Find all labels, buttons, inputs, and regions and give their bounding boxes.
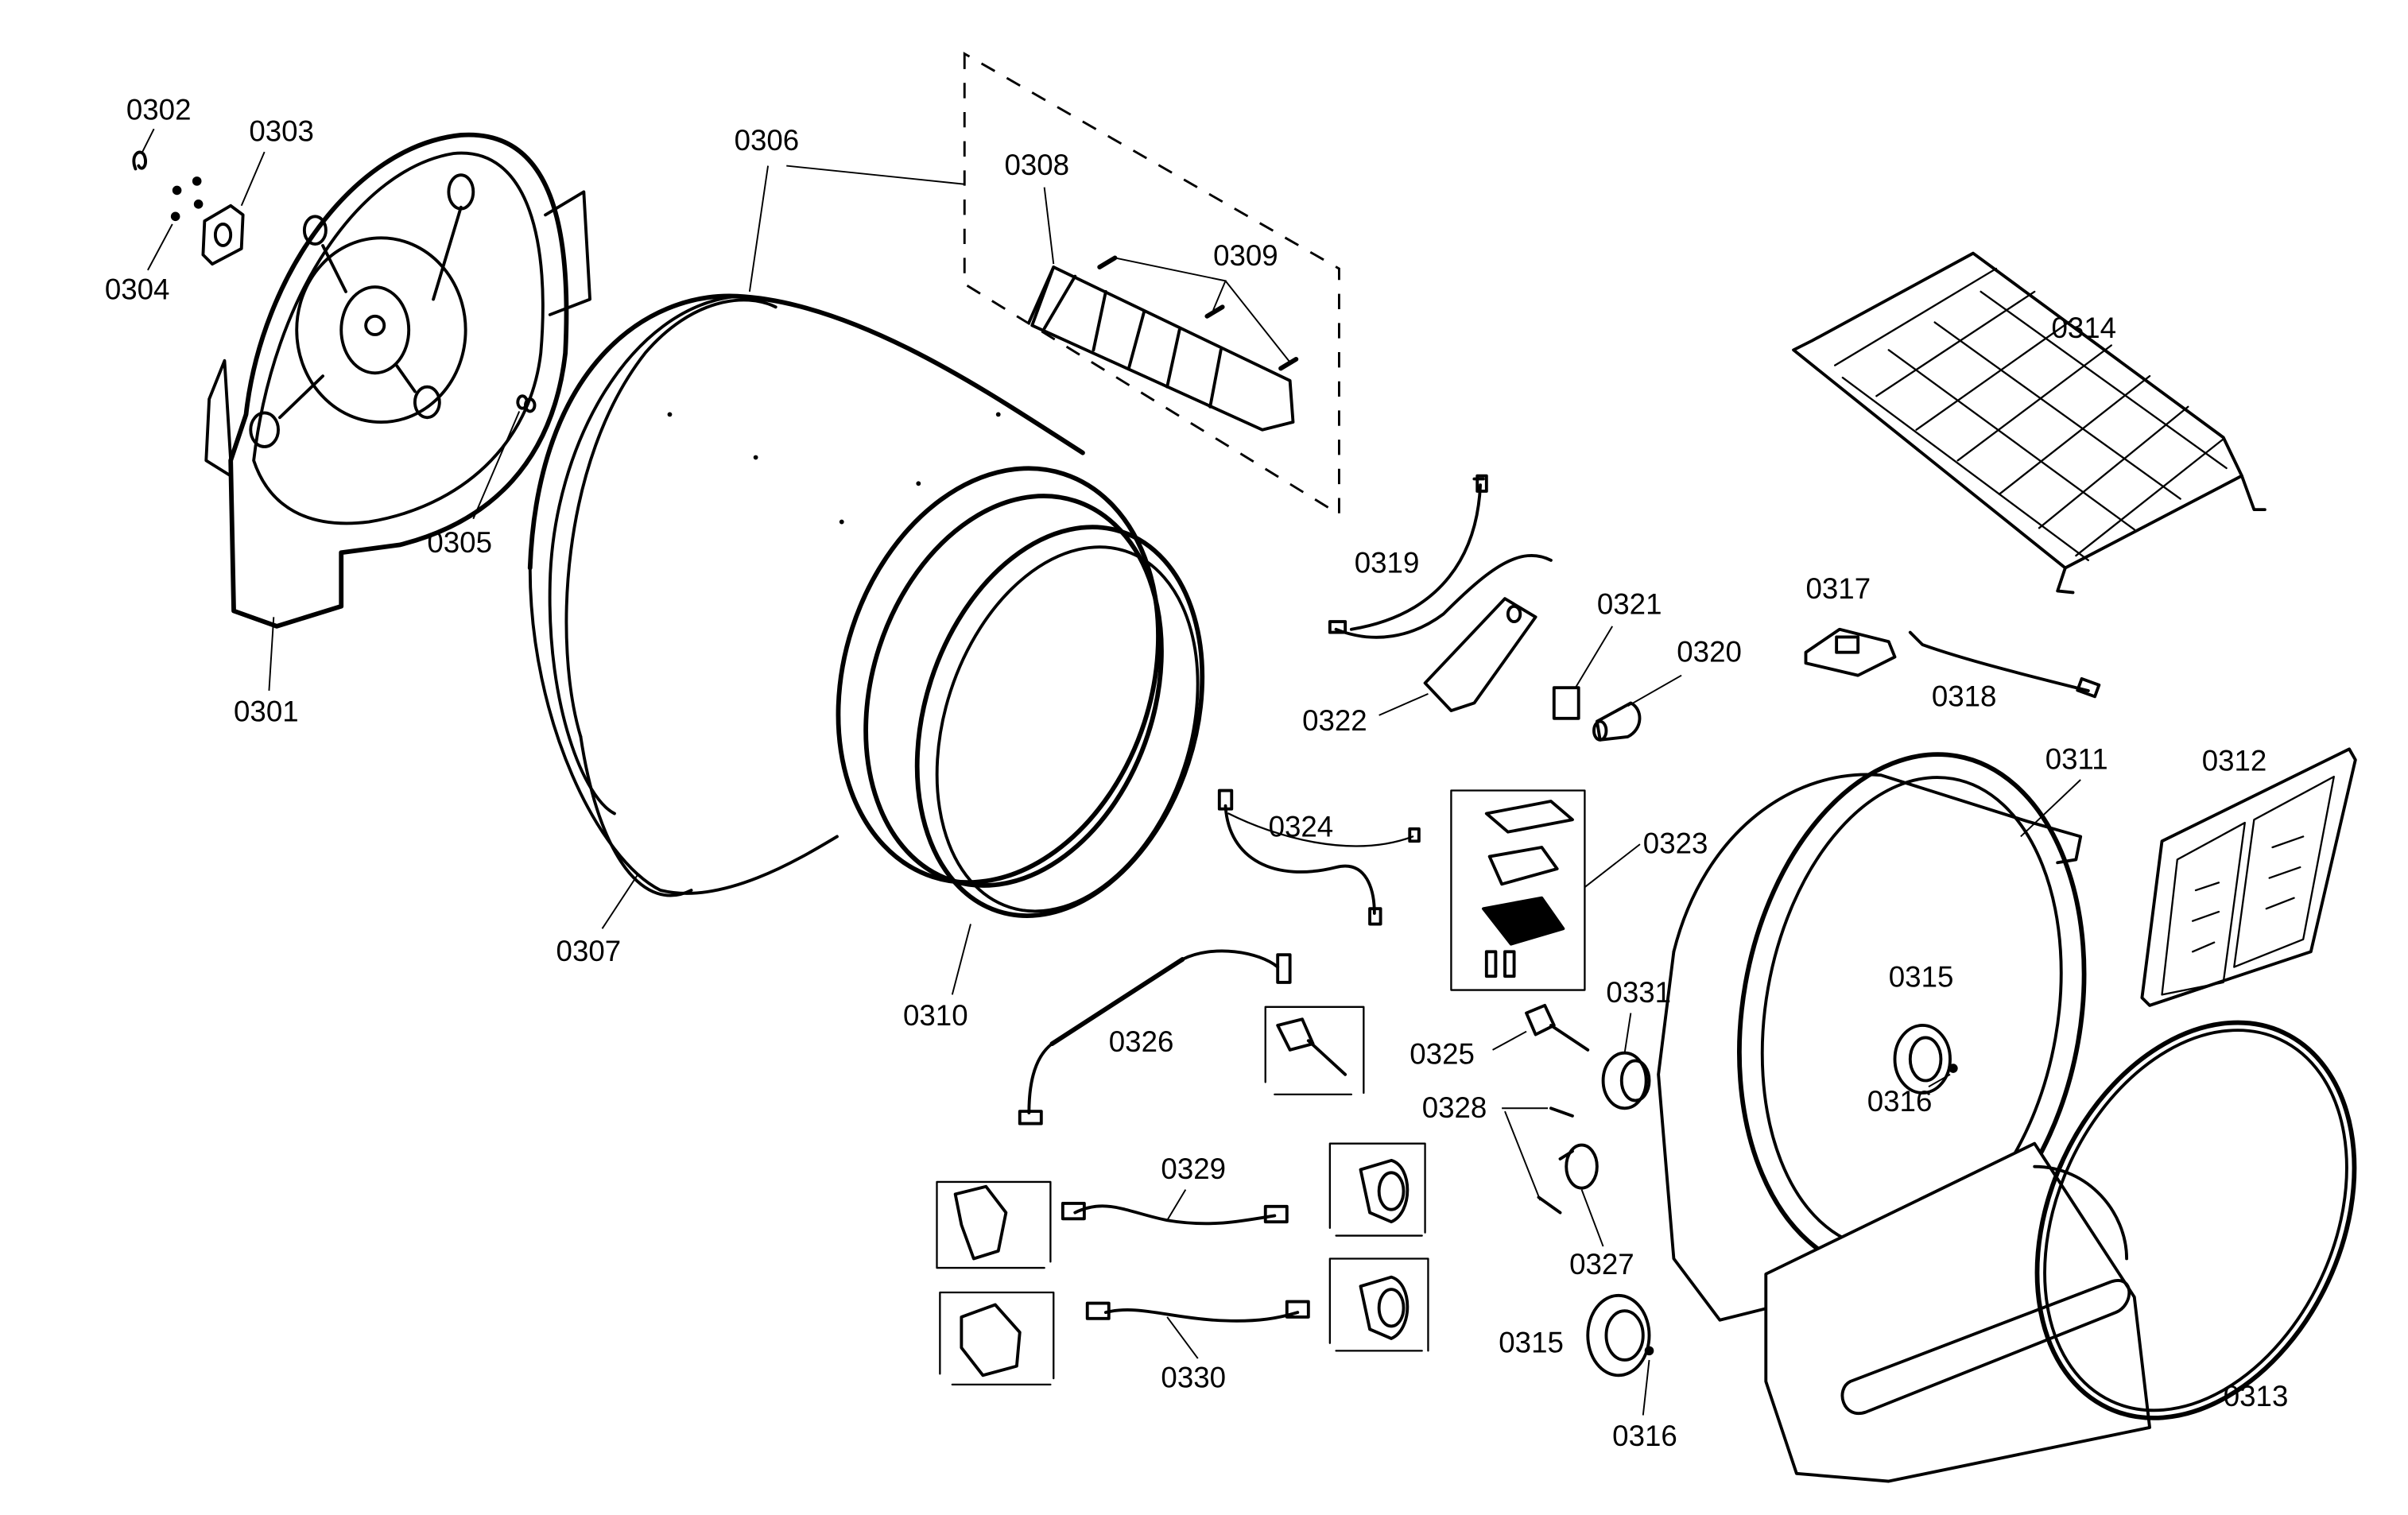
label-0321: 0321 (1597, 587, 1662, 620)
part-0326-wire[interactable] (1018, 949, 1292, 1126)
label-0301: 0301 (234, 696, 299, 728)
part-0318-wire-harness[interactable] (1908, 630, 2101, 699)
label-0312: 0312 (2202, 744, 2267, 777)
part-0323-sensor-kit[interactable] (1450, 789, 1586, 991)
label-0314: 0314 (2051, 312, 2116, 344)
part-0312-lint-filter[interactable] (2140, 747, 2357, 1007)
part-0309-screws[interactable] (1097, 255, 1299, 371)
label-0304: 0304 (105, 273, 170, 306)
part-0330-fuse-kit[interactable] (939, 1257, 1429, 1386)
part-0313-drive-belt[interactable] (1976, 971, 2408, 1470)
part-0331-roller[interactable] (1601, 1051, 1651, 1110)
label-0311: 0311 (2045, 742, 2108, 775)
part-0322-sensor-bracket[interactable] (1423, 597, 1537, 713)
label-0322: 0322 (1302, 704, 1367, 737)
part-0320-cap[interactable] (1592, 701, 1642, 742)
label-0308: 0308 (1004, 149, 1069, 181)
label-0316-upper: 0316 (1867, 1085, 1933, 1118)
part-0304-screws[interactable] (170, 176, 204, 222)
part-0301-rear-bulkhead[interactable] (204, 132, 591, 629)
label-0326: 0326 (1109, 1025, 1174, 1058)
part-0325-sensor[interactable] (1525, 1003, 1590, 1052)
label-0310: 0310 (903, 999, 968, 1032)
label-0302: 0302 (126, 94, 192, 126)
label-0318: 0318 (1932, 680, 1997, 712)
part-0306-drum[interactable] (527, 293, 1085, 895)
part-0315-pulley-lower[interactable] (1586, 1293, 1651, 1377)
label-0324: 0324 (1269, 810, 1334, 843)
part-0307-rear-seal[interactable] (564, 298, 777, 897)
label-0320: 0320 (1677, 635, 1742, 668)
label-0317: 0317 (1805, 572, 1871, 605)
part-0305-washer[interactable] (516, 394, 537, 413)
baffle-group-outline (963, 52, 1340, 517)
label-0306: 0306 (735, 124, 800, 157)
label-0329: 0329 (1161, 1153, 1226, 1185)
part-0315-pulley-upper[interactable] (1893, 1024, 1952, 1095)
part-0328-screws[interactable] (1537, 1106, 1574, 1215)
part-0329-fuse-kit[interactable] (936, 1142, 1426, 1269)
label-0331: 0331 (1606, 976, 1671, 1009)
part-0302-clip[interactable] (132, 150, 147, 171)
part-0303-bearing-plate[interactable] (201, 203, 245, 266)
part-0321-nut[interactable] (1552, 686, 1580, 720)
label-0316-lower: 0316 (1612, 1420, 1677, 1452)
part-0310-front-seal[interactable] (787, 427, 1250, 953)
part-0327-thermostat[interactable] (1558, 1143, 1599, 1190)
label-0327: 0327 (1569, 1248, 1634, 1281)
label-0305: 0305 (427, 526, 492, 559)
part-0311-front-bulkhead[interactable] (1657, 727, 2151, 1483)
label-0323: 0323 (1643, 827, 1708, 860)
part-0319-wire[interactable] (1328, 474, 1553, 639)
part-0308-baffle[interactable] (1027, 265, 1295, 432)
part-0316-clip-lower[interactable] (1644, 1346, 1654, 1356)
part-0314-drying-rack[interactable] (1792, 251, 2266, 595)
label-0319: 0319 (1355, 546, 1420, 579)
part-0326-sensor-box[interactable] (1264, 1005, 1365, 1096)
label-0325: 0325 (1410, 1037, 1475, 1070)
label-0307: 0307 (556, 935, 622, 967)
part-0316-clip-upper[interactable] (1949, 1064, 1958, 1073)
part-0317-door-switch[interactable] (1804, 627, 1897, 677)
label-0303: 0303 (249, 115, 314, 148)
label-0315-upper: 0315 (1889, 961, 1954, 994)
label-0313: 0313 (2224, 1380, 2289, 1412)
label-0330: 0330 (1161, 1362, 1226, 1394)
part-0324-wire[interactable] (1217, 788, 1421, 926)
label-0309: 0309 (1213, 239, 1278, 272)
label-0328: 0328 (1422, 1091, 1487, 1124)
label-0315-lower: 0315 (1499, 1326, 1564, 1358)
